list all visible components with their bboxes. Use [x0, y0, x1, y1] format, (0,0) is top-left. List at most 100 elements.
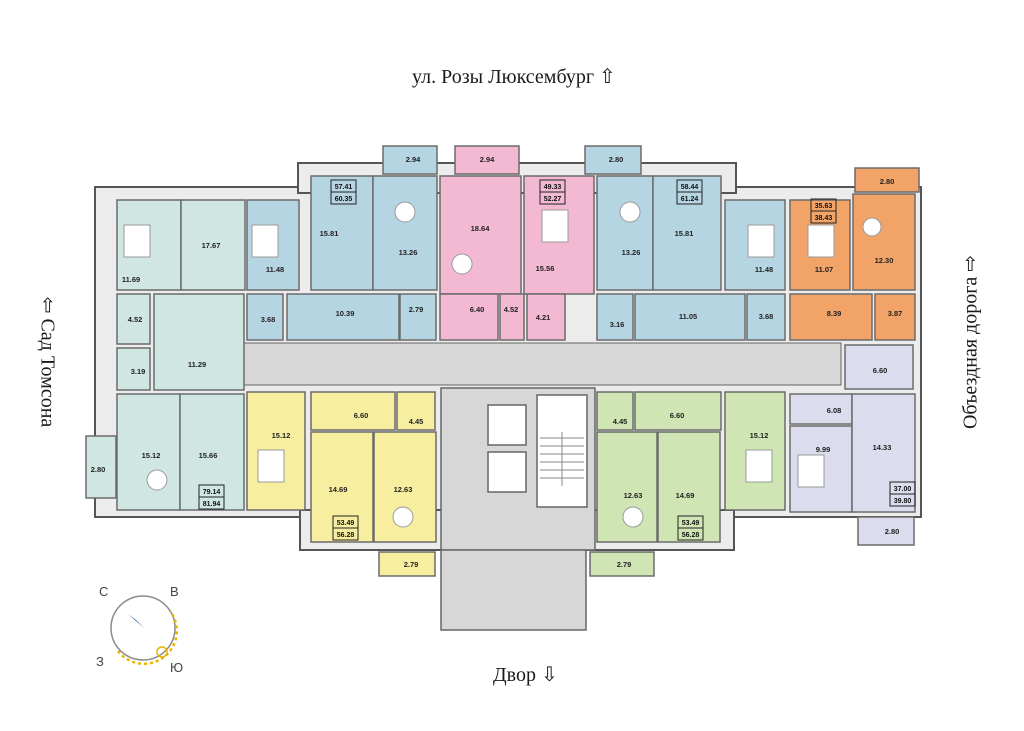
- stair-treads: [540, 432, 584, 486]
- balcony: [857, 516, 915, 546]
- room-area: 11.07: [815, 265, 833, 274]
- dining-table-icon: [394, 201, 416, 223]
- room-area: 4.52: [128, 315, 143, 324]
- room-area: 10.39: [336, 309, 355, 318]
- room-area: 2.80: [880, 177, 895, 186]
- room: [634, 391, 722, 431]
- room: [596, 293, 634, 341]
- room: [116, 393, 181, 511]
- balcony: [85, 435, 117, 499]
- dining-tables: [146, 201, 882, 528]
- room: [789, 199, 851, 291]
- room-area: 17.67: [202, 241, 221, 250]
- street-label-top: ул. Розы Люксембург ⇧: [412, 66, 616, 88]
- bed-icon: [257, 449, 285, 483]
- room: [246, 293, 284, 341]
- room-area: 8.39: [827, 309, 842, 318]
- sun-icon: [156, 646, 168, 658]
- balcony: [378, 551, 436, 577]
- room: [310, 175, 374, 291]
- area-box-value: 35.63: [815, 203, 833, 210]
- area-box-value: 56.28: [682, 532, 700, 539]
- bed-icon: [807, 224, 835, 258]
- room-area: 6.08: [827, 406, 842, 415]
- balcony: [454, 145, 520, 175]
- apartment-blue-2: [584, 145, 786, 341]
- compass-east-label: В: [170, 584, 179, 599]
- compass-west-label: З: [96, 654, 104, 669]
- bed-icon: [123, 224, 151, 258]
- room-area: 4.21: [536, 313, 551, 322]
- room: [844, 344, 914, 390]
- room: [399, 293, 437, 341]
- room-area: 14.69: [329, 485, 348, 494]
- room-area: 15.56: [536, 264, 555, 273]
- room-area: 14.69: [676, 491, 695, 500]
- room-area: 13.26: [399, 248, 418, 257]
- bed-icon: [747, 224, 775, 258]
- room-area: 15.66: [199, 451, 218, 460]
- balcony: [854, 167, 920, 193]
- room: [789, 393, 853, 425]
- room-area: 14.33: [873, 443, 892, 452]
- room-area: 6.60: [354, 411, 369, 420]
- room: [310, 431, 374, 543]
- room-area: 12.63: [394, 485, 413, 494]
- room-area: 2.80: [91, 465, 106, 474]
- room-area: 6.40: [470, 305, 485, 314]
- compass-sun-arc: [117, 610, 178, 665]
- room-area: 11.29: [188, 360, 206, 369]
- balcony: [584, 145, 642, 175]
- room-area: 15.12: [142, 451, 161, 460]
- room: [180, 199, 246, 291]
- room-area: 15.12: [272, 431, 291, 440]
- area-box-orange: 35.63 38.43: [810, 198, 837, 224]
- apartment-area-boxes: 79.14 81.94 57.41 60.35 49.33 52.27 58.4…: [198, 179, 916, 541]
- room: [634, 293, 746, 341]
- area-box-blue-2: 58.44 61.24: [676, 179, 703, 205]
- area-box-value: 49.33: [544, 184, 562, 191]
- room-area: 2.94: [480, 155, 495, 164]
- room-area: 11.48: [266, 265, 284, 274]
- room: [852, 193, 916, 291]
- room: [746, 293, 786, 341]
- room-area: 6.60: [670, 411, 685, 420]
- room: [116, 293, 151, 345]
- room: [179, 393, 245, 511]
- area-box-value: 52.27: [544, 196, 562, 203]
- room-area: 2.94: [406, 155, 421, 164]
- room: [657, 431, 721, 543]
- room-area: 2.80: [609, 155, 624, 164]
- room-area: 15.81: [320, 229, 339, 238]
- room-area: 11.69: [122, 275, 140, 284]
- room: [310, 391, 396, 431]
- compass-needle-south: [144, 628, 158, 642]
- balcony: [382, 145, 438, 175]
- bed-icon: [797, 454, 825, 488]
- room: [874, 293, 916, 341]
- room-area: 3.68: [261, 315, 276, 324]
- bed-icon: [745, 449, 773, 483]
- area-box-value: 79.14: [203, 489, 221, 496]
- area-box-value: 57.41: [335, 184, 353, 191]
- room-labels: 11.69 17.67 4.52 3.19 11.29 15.12 15.66 …: [91, 155, 903, 569]
- area-box-value: 56.28: [337, 532, 355, 539]
- area-box-value: 58.44: [681, 184, 699, 191]
- area-box-value: 37.00: [894, 486, 912, 493]
- lift-shaft: [487, 451, 527, 493]
- room-area: 3.68: [759, 312, 774, 321]
- bed-icon: [541, 209, 569, 243]
- bed-icon: [251, 224, 279, 258]
- room: [789, 293, 873, 341]
- room-area: 4.52: [504, 305, 519, 314]
- room: [499, 293, 525, 341]
- compass-ring: [110, 595, 176, 661]
- area-box-green: 53.49 56.28: [677, 515, 704, 541]
- corridor: [242, 342, 842, 386]
- room: [526, 293, 566, 341]
- apartment-blue-1: [246, 145, 438, 341]
- room-area: 15.12: [750, 431, 769, 440]
- room-area: 4.45: [613, 417, 628, 426]
- room-area: 18.64: [471, 224, 491, 233]
- street-label-left: ⇦ Сад Томсона: [36, 296, 59, 428]
